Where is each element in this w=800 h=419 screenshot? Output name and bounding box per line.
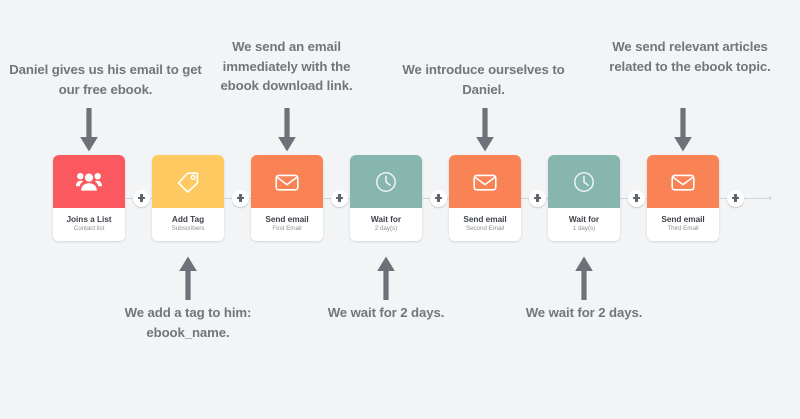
step-subtitle: Subscribers [171,225,205,233]
annotation-bottom-3: We wait for 2 days. [525,305,643,320]
add-step-plus-icon[interactable] [331,189,348,207]
step-icon-header-5 [449,155,521,208]
annotation-bottom-2: We wait for 2 days. [327,305,445,320]
step-body-1: Joins a List Contact list [53,208,125,241]
step-title: Send email [661,213,705,224]
envelope-icon [472,172,498,192]
add-step-plus-icon[interactable] [529,189,546,207]
step-icon-header-2 [152,155,224,208]
step-body-4: Wait for 2 day(s) [350,208,422,241]
add-step-plus-icon[interactable] [628,189,645,207]
step-icon-header-3 [251,155,323,208]
add-step-plus-icon[interactable] [232,189,249,207]
add-step-plus-icon[interactable] [430,189,447,207]
connector-line-left [125,197,133,199]
step-card-wait-2-days[interactable]: Wait for 2 day(s) [350,155,422,241]
connector-arrowhead-icon [768,196,772,200]
arrow-down-2 [275,108,299,152]
step-title: Wait for [568,213,600,224]
arrow-up-3 [572,256,596,300]
clock-icon [572,170,596,194]
step-icon-header-6 [548,155,620,208]
step-body-2: Add Tag Subscribers [152,208,224,241]
step-subtitle: Second Email [465,225,505,233]
step-card-send-email-second[interactable]: Send email Second Email [449,155,521,241]
step-subtitle: First Email [272,225,302,233]
step-body-6: Wait for 1 day(s) [548,208,620,241]
annotation-top-3: We introduce ourselves to Daniel. [402,62,565,97]
add-step-plus-icon[interactable] [133,189,150,207]
step-title: Send email [463,213,507,224]
connector-line-left [323,197,331,199]
connector-7-trailing[interactable] [719,187,775,209]
step-subtitle: 1 day(s) [572,225,596,233]
step-title: Send email [265,213,309,224]
step-subtitle: Contact list [73,225,105,233]
step-body-7: Send email Third Email [647,208,719,241]
connector-line-right [744,197,769,199]
connector-line-left [620,197,628,199]
step-card-joins-a-list[interactable]: Joins a List Contact list [53,155,125,241]
workflow-steps: Joins a List Contact list Add Tag [0,155,800,247]
tag-icon [175,170,201,194]
envelope-icon [274,172,300,192]
step-title: Joins a List [66,213,112,224]
step-icon-header-4 [350,155,422,208]
connector-line-left [422,197,430,199]
step-card-wait-1-day[interactable]: Wait for 1 day(s) [548,155,620,241]
clock-icon [374,170,398,194]
step-title: Wait for [370,213,402,224]
arrow-down-4 [671,108,695,152]
step-icon-header-1 [53,155,125,208]
step-body-3: Send email First Email [251,208,323,241]
step-card-add-tag[interactable]: Add Tag Subscribers [152,155,224,241]
connector-line-left [719,197,727,199]
add-step-plus-icon[interactable] [727,189,744,207]
people-group-icon [76,172,102,192]
annotation-top-4: We send relevant articles related to the… [609,39,771,74]
step-subtitle: 2 day(s) [374,225,398,233]
arrow-up-1 [176,256,200,300]
annotation-top-1: Daniel gives us his email to get our fre… [9,62,202,97]
arrow-down-3 [473,108,497,152]
step-icon-header-7 [647,155,719,208]
step-body-5: Send email Second Email [449,208,521,241]
step-card-send-email-third[interactable]: Send email Third Email [647,155,719,241]
envelope-icon [670,172,696,192]
connector-line-left [224,197,232,199]
step-title: Add Tag [171,213,205,224]
arrow-up-2 [374,256,398,300]
step-subtitle: Third Email [667,225,699,233]
annotation-top-2: We send an email immediately with the eb… [220,39,353,94]
annotation-bottom-1: We add a tag to him: ebook_name. [124,305,252,340]
step-card-send-email-first[interactable]: Send email First Email [251,155,323,241]
connector-line-left [521,197,529,199]
arrow-down-1 [77,108,101,152]
